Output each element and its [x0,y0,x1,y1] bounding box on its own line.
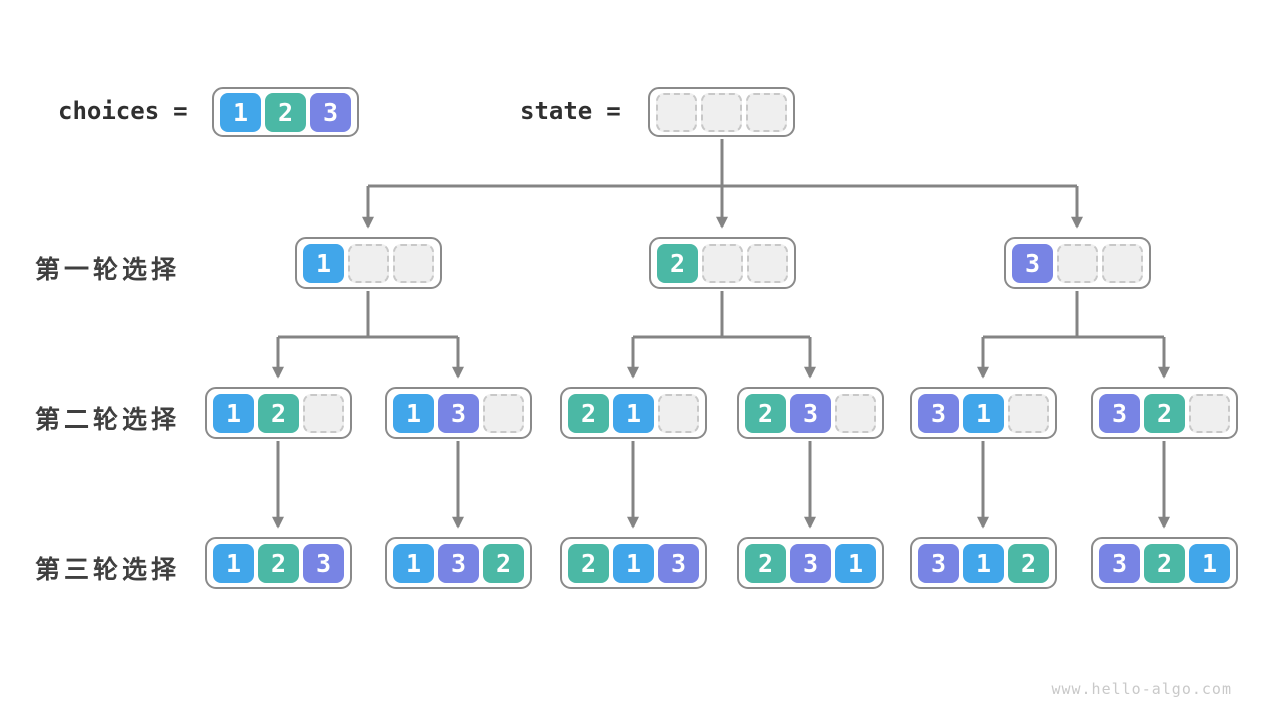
round3-node-3: 2 1 3 [560,537,707,589]
state-cell: 1 [613,543,654,583]
equals-sign: = [606,97,621,125]
equals-sign: = [173,97,188,125]
watermark: www.hello-algo.com [1051,680,1232,698]
state-cell [348,243,389,283]
state-cell [747,243,788,283]
round3-node-5: 3 1 2 [910,537,1057,589]
state-cell [701,92,742,132]
state-cell: 2 [568,543,609,583]
state-cell: 2 [258,393,299,433]
state-cell: 3 [918,393,959,433]
state-cell [393,243,434,283]
state-cell: 2 [568,393,609,433]
state-cell [835,393,876,433]
state-cell: 1 [213,393,254,433]
choices-cell: 3 [310,92,351,132]
round3-node-1: 1 2 3 [205,537,352,589]
state-cell: 3 [918,543,959,583]
state-keyword: state [520,97,593,125]
round1-node-1: 1 [295,237,442,289]
state-cell: 3 [790,393,831,433]
state-cell: 2 [745,543,786,583]
state-cell: 2 [657,243,698,283]
row-label-round-2: 第二轮选择 [35,406,181,434]
state-cell: 3 [1012,243,1053,283]
state-cell: 1 [1189,543,1230,583]
round2-node-4: 2 3 [737,387,884,439]
round2-node-5: 3 1 [910,387,1057,439]
state-cell: 1 [963,393,1004,433]
state-cell [1057,243,1098,283]
state-cell: 2 [483,543,524,583]
row-label-round-3: 第三轮选择 [35,556,181,584]
state-cell: 3 [790,543,831,583]
state-cell: 1 [613,393,654,433]
state-cell: 2 [1144,393,1185,433]
choices-cell: 1 [220,92,261,132]
state-cell: 2 [258,543,299,583]
state-cell: 2 [1144,543,1185,583]
row-label-round-1: 第一轮选择 [35,256,181,284]
round3-node-6: 3 2 1 [1091,537,1238,589]
state-cell: 1 [393,393,434,433]
state-cell: 3 [1099,393,1140,433]
state-cell: 1 [303,243,344,283]
choices-box: 1 2 3 [212,87,359,137]
state-cell [483,393,524,433]
state-box [648,87,795,137]
round2-node-3: 2 1 [560,387,707,439]
state-cell: 3 [658,543,699,583]
state-cell [658,393,699,433]
round2-node-1: 1 2 [205,387,352,439]
choices-keyword: choices [58,97,160,125]
state-cell [1102,243,1143,283]
state-cell [1008,393,1049,433]
state-cell: 3 [1099,543,1140,583]
state-cell: 2 [745,393,786,433]
choices-expression: choices = [58,97,188,125]
state-cell [702,243,743,283]
state-cell: 1 [835,543,876,583]
round1-node-3: 3 [1004,237,1151,289]
round3-node-2: 1 3 2 [385,537,532,589]
state-cell [656,92,697,132]
state-cell: 3 [438,543,479,583]
round1-node-2: 2 [649,237,796,289]
round3-node-4: 2 3 1 [737,537,884,589]
choices-cell: 2 [265,92,306,132]
state-cell [746,92,787,132]
state-cell: 3 [303,543,344,583]
state-cell: 3 [438,393,479,433]
state-cell: 1 [213,543,254,583]
state-expression: state = [520,97,621,125]
state-cell: 1 [963,543,1004,583]
state-cell [1189,393,1230,433]
state-cell [303,393,344,433]
round2-node-6: 3 2 [1091,387,1238,439]
state-cell: 1 [393,543,434,583]
round2-node-2: 1 3 [385,387,532,439]
state-cell: 2 [1008,543,1049,583]
